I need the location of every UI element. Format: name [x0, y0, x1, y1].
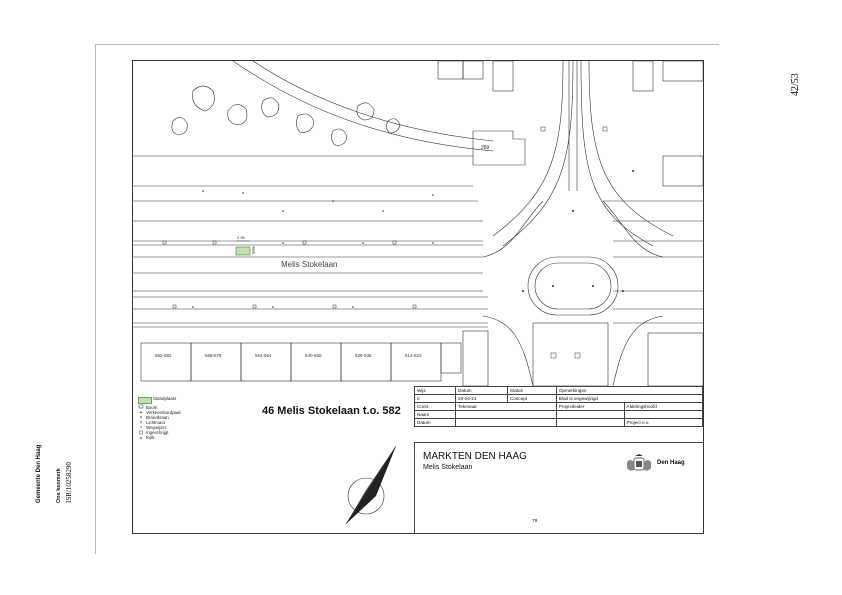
municipality-name: Gemeente Den Haag: [36, 444, 42, 503]
dimension-depth: 1.63: [251, 245, 256, 254]
page-left-rule: [95, 44, 96, 554]
table-cell: Project e.v.: [623, 418, 704, 427]
legend-item: Brandkraan: [146, 415, 169, 420]
organization-name: MARKTEN DEN HAAG: [423, 451, 527, 462]
block-label: 526-536: [355, 353, 372, 358]
table-cell: Projectleider: [555, 402, 625, 411]
legend-item: Verkeersbordpaal: [146, 410, 181, 415]
location-headline: 46 Melis Stokelaan t.o. 582: [262, 405, 401, 417]
block-label: 540-550: [305, 353, 322, 358]
curved-road-line: [252, 61, 494, 142]
page-top-rule: [95, 44, 719, 45]
curved-road-line: [232, 61, 494, 152]
brand-name: Den Haag: [657, 460, 685, 466]
page-count: 42/53: [790, 73, 801, 96]
revision-table: Wijz. Datum Status Opmerkingen 0 20-04-2…: [413, 386, 704, 427]
legend-item: Lichtmast: [146, 420, 165, 425]
table-cell: Tekenaar: [455, 402, 557, 411]
project-name: Melis Stokelaan: [423, 464, 473, 471]
legend-item: Boom: [146, 405, 158, 410]
legend-item: Wegwijzer: [146, 425, 167, 430]
reference-value: ISR/10258290: [65, 462, 73, 503]
site-map: Melis Stokelaan 289 2.95 1.63 582-592 56…: [133, 61, 703, 386]
block-label: 582-592: [155, 353, 172, 358]
table-header: Status: [506, 386, 557, 395]
block-label: 568-578: [205, 353, 222, 358]
legend-item: Ingeschrijgt: [146, 430, 169, 435]
table-cell: 0: [413, 394, 457, 403]
sheet-number: 79: [532, 519, 538, 524]
legend-item: Standplaats: [153, 396, 177, 401]
legend-item: Kolk: [146, 435, 155, 440]
block-label: 554-564: [255, 353, 272, 358]
reference-label: Ons kenmerk: [56, 468, 62, 503]
legend-symbols: [138, 404, 144, 440]
table-cell: Blad is ongewijzigd: [555, 394, 704, 403]
table-header: Datum: [455, 386, 508, 395]
table-cell: Datum: [413, 418, 457, 427]
street-name-label: Melis Stokelaan: [281, 260, 337, 269]
market-stand-location: [235, 246, 251, 256]
table-cell: 20-04-21: [455, 394, 508, 403]
den-haag-crest-icon: [627, 454, 651, 471]
table-header: Wijz.: [413, 386, 457, 395]
dimension-width: 2.95: [237, 235, 246, 240]
block-label: 512-522: [405, 353, 422, 358]
table-cell: Naam: [413, 410, 457, 419]
legend-stand-swatch: [138, 397, 152, 404]
building-number: 289: [481, 145, 490, 151]
table-header: Opmerkingen: [555, 386, 704, 395]
table-cell: Concept: [506, 394, 557, 403]
north-arrow-icon: [345, 445, 397, 525]
company-box: [414, 442, 704, 534]
table-cell: Contr.: [413, 402, 457, 411]
table-cell: Afdelingshoofd: [623, 402, 704, 411]
